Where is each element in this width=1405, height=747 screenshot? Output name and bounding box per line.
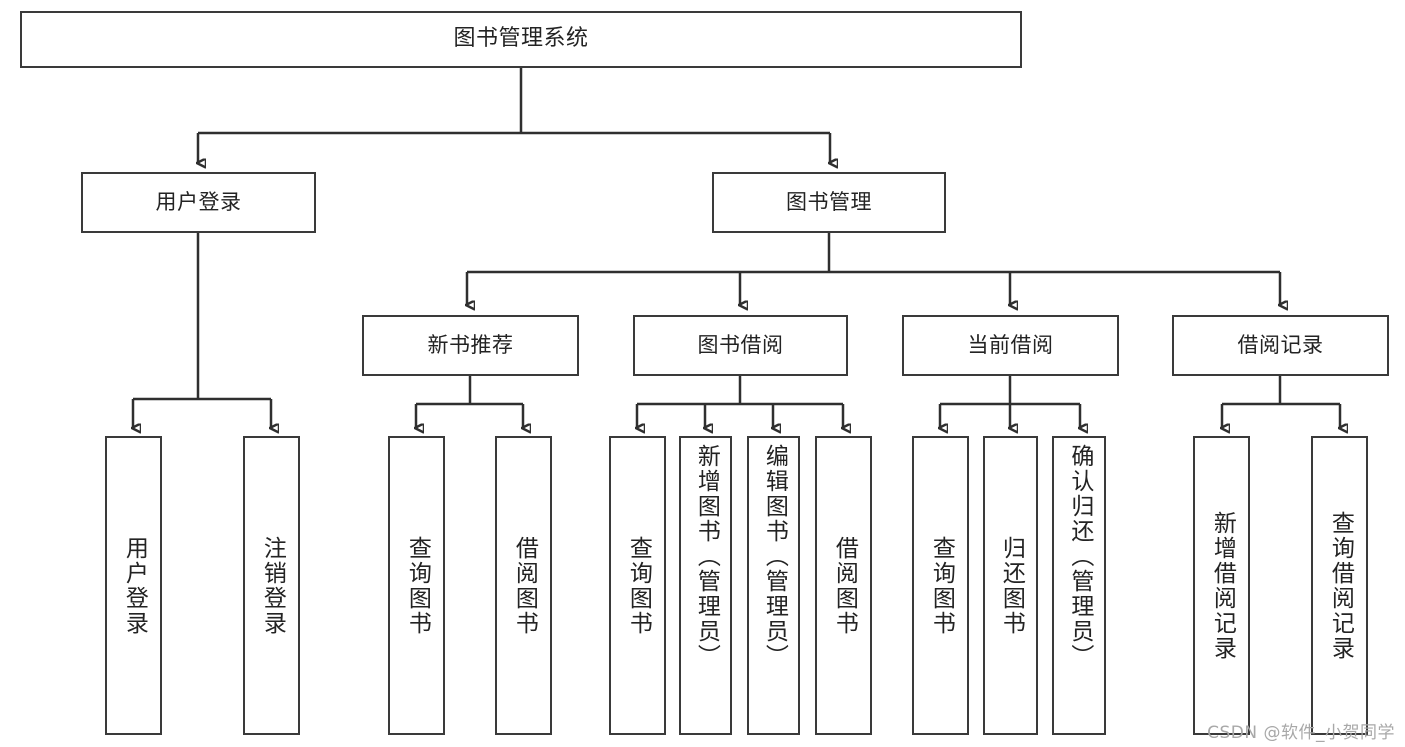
node-label: 查询图书 — [928, 535, 955, 636]
node-label: 查询借阅记录 — [1327, 510, 1354, 661]
leaf-borrow-book-recommend[interactable]: 借阅图书 — [495, 436, 552, 735]
node-new-book-recommend[interactable]: 新书推荐 — [362, 315, 579, 376]
leaf-edit-book-admin[interactable]: 编辑图书（管理员） — [747, 436, 800, 735]
node-label: 图书借阅 — [697, 332, 784, 357]
leaf-add-borrow-record[interactable]: 新增借阅记录 — [1193, 436, 1250, 735]
node-label: 归还图书 — [998, 535, 1025, 636]
node-user-login[interactable]: 用户登录 — [81, 172, 316, 233]
node-current-borrow[interactable]: 当前借阅 — [902, 315, 1119, 376]
leaf-query-book-recommend[interactable]: 查询图书 — [388, 436, 445, 735]
leaf-confirm-return-admin[interactable]: 确认归还（管理员） — [1052, 436, 1106, 735]
node-label: 借阅图书 — [831, 535, 858, 636]
node-label: 当前借阅 — [967, 332, 1054, 357]
watermark-text: CSDN @软件_小贺同学 — [1207, 723, 1395, 743]
leaf-logout[interactable]: 注销登录 — [243, 436, 300, 735]
leaf-query-borrow-record[interactable]: 查询借阅记录 — [1311, 436, 1368, 735]
node-label: 注销登录 — [259, 535, 286, 636]
leaf-return-book[interactable]: 归还图书 — [983, 436, 1038, 735]
node-book-management[interactable]: 图书管理 — [712, 172, 946, 233]
leaf-user-login[interactable]: 用户登录 — [105, 436, 162, 735]
node-book-borrow[interactable]: 图书借阅 — [633, 315, 848, 376]
node-label: 新增借阅记录 — [1209, 510, 1236, 661]
node-label: 确认归还（管理员） — [1066, 444, 1093, 669]
node-label: 新书推荐 — [427, 332, 514, 357]
node-label: 借阅图书 — [511, 535, 538, 636]
node-label: 用户登录 — [155, 189, 242, 214]
leaf-query-book-current[interactable]: 查询图书 — [912, 436, 969, 735]
leaf-borrow-book[interactable]: 借阅图书 — [815, 436, 872, 735]
node-label: 图书管理 — [786, 189, 872, 214]
node-label: 编辑图书（管理员） — [761, 444, 788, 669]
node-label: 借阅记录 — [1237, 332, 1324, 357]
node-label: 用户登录 — [121, 535, 148, 636]
leaf-query-book-borrow[interactable]: 查询图书 — [609, 436, 666, 735]
node-borrow-record[interactable]: 借阅记录 — [1172, 315, 1389, 376]
node-label: 新增图书（管理员） — [693, 444, 720, 669]
node-label: 图书管理系统 — [453, 26, 589, 52]
node-label: 查询图书 — [404, 535, 431, 636]
node-label: 查询图书 — [625, 535, 652, 636]
node-root-system[interactable]: 图书管理系统 — [20, 11, 1022, 68]
leaf-add-book-admin[interactable]: 新增图书（管理员） — [679, 436, 732, 735]
